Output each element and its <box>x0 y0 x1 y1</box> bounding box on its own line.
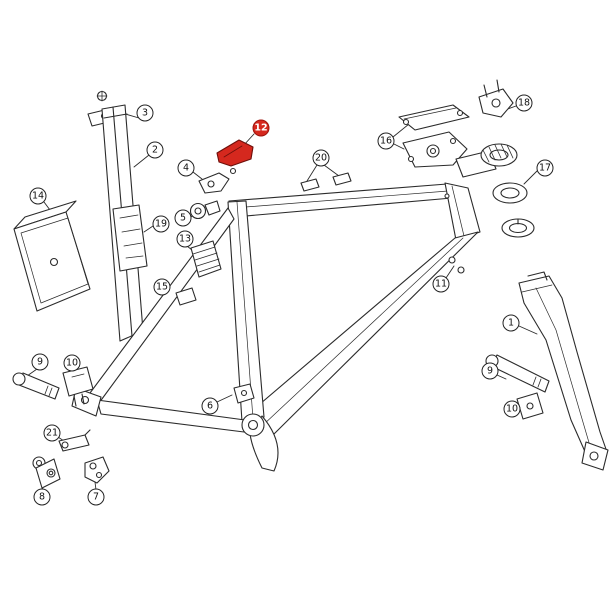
callout-19[interactable]: 19 <box>152 215 170 233</box>
callout-9-right[interactable]: 9 <box>481 362 499 380</box>
callout-4[interactable]: 4 <box>177 159 195 177</box>
callout-13[interactable]: 13 <box>176 230 194 248</box>
callout-8[interactable]: 8 <box>33 488 51 506</box>
highlighted-part-drawing[interactable] <box>216 139 254 167</box>
callout-15[interactable]: 15 <box>153 278 171 296</box>
callout-16[interactable]: 16 <box>377 132 395 150</box>
stem-mount-drawing <box>398 104 497 178</box>
callout-21[interactable]: 21 <box>43 424 61 442</box>
callout-3[interactable]: 3 <box>136 104 154 122</box>
fork-drawing <box>518 271 609 471</box>
highlighted-part-shape[interactable] <box>216 139 254 167</box>
small-fittings-drawing <box>175 167 237 306</box>
callout-2[interactable]: 2 <box>146 141 164 159</box>
seatpost-drawing <box>87 90 148 342</box>
callout-18[interactable]: 18 <box>515 94 533 112</box>
callout-7[interactable]: 7 <box>87 488 105 506</box>
right-axle-drawing <box>485 354 550 420</box>
headset-parts-drawing <box>478 79 535 238</box>
callout-10-right[interactable]: 10 <box>503 400 521 418</box>
callout-14[interactable]: 14 <box>29 187 47 205</box>
callout-20[interactable]: 20 <box>312 149 330 167</box>
callout-10-left[interactable]: 10 <box>63 354 81 372</box>
callout-17[interactable]: 17 <box>536 159 554 177</box>
callout-12-highlighted[interactable]: 12 <box>252 119 270 137</box>
callout-6[interactable]: 6 <box>201 397 219 415</box>
callout-9-left[interactable]: 9 <box>31 353 49 371</box>
battery-cover-drawing <box>13 200 91 312</box>
callout-1[interactable]: 1 <box>502 314 520 332</box>
callout-11[interactable]: 11 <box>432 275 450 293</box>
left-small-parts-drawing <box>12 366 110 489</box>
callout-5[interactable]: 5 <box>174 209 192 227</box>
